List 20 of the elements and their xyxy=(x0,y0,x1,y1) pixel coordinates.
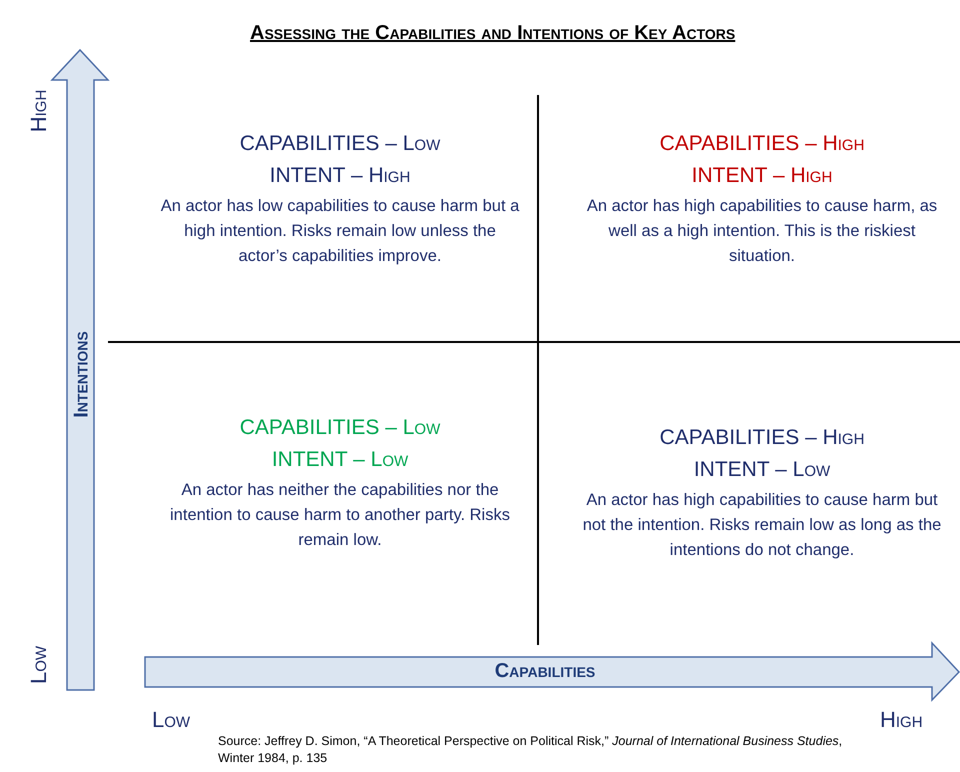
quadrant-heading: INTENT – High xyxy=(268,163,412,189)
axis-title: Intentions xyxy=(70,330,94,420)
quadrant-description: An actor has high capabilities to cause harm, as well as a high intention. This is the riskiest situation. xyxy=(586,196,938,267)
quadrant-heading: CAPABILITIES – High xyxy=(658,425,866,451)
quadrant-heading: CAPABILITIES – High xyxy=(658,131,866,157)
quadrant-heading: INTENT – High xyxy=(690,163,834,189)
quadrant-heading: CAPABILITIES – Low xyxy=(238,131,442,157)
quadrant-heading: INTENT – Low xyxy=(692,457,832,483)
quadrant-description: An actor has high capabilities to cause harm but not the intention. Risks remain low as long as the intentions do not change. xyxy=(582,490,942,561)
axis-label: Low xyxy=(152,707,190,733)
quadrant-heading: CAPABILITIES – Low xyxy=(238,415,442,441)
source-note: Source: Jeffrey D. Simon, “A Theoretical Perspective on Political Risk,” Journal of International Business Studies, Winter 1984, p. 135 xyxy=(218,733,844,767)
title: Assessing the Capabilities and Intentions of Key Actors xyxy=(250,22,736,45)
quadrant-description: An actor has neither the capabilities nor the intention to cause harm to another party. Risks remain low. xyxy=(169,480,511,551)
quadrant-description: An actor has low capabilities to cause harm but a high intention. Risks remain low unless the actor’s capabilities improve. xyxy=(160,196,520,267)
axis-label: Low xyxy=(26,644,52,686)
quadrant-heading: INTENT – Low xyxy=(270,447,410,473)
axis-label: High xyxy=(26,88,52,134)
axis-title: Capabilities xyxy=(494,660,596,683)
axis-label: High xyxy=(880,707,923,733)
